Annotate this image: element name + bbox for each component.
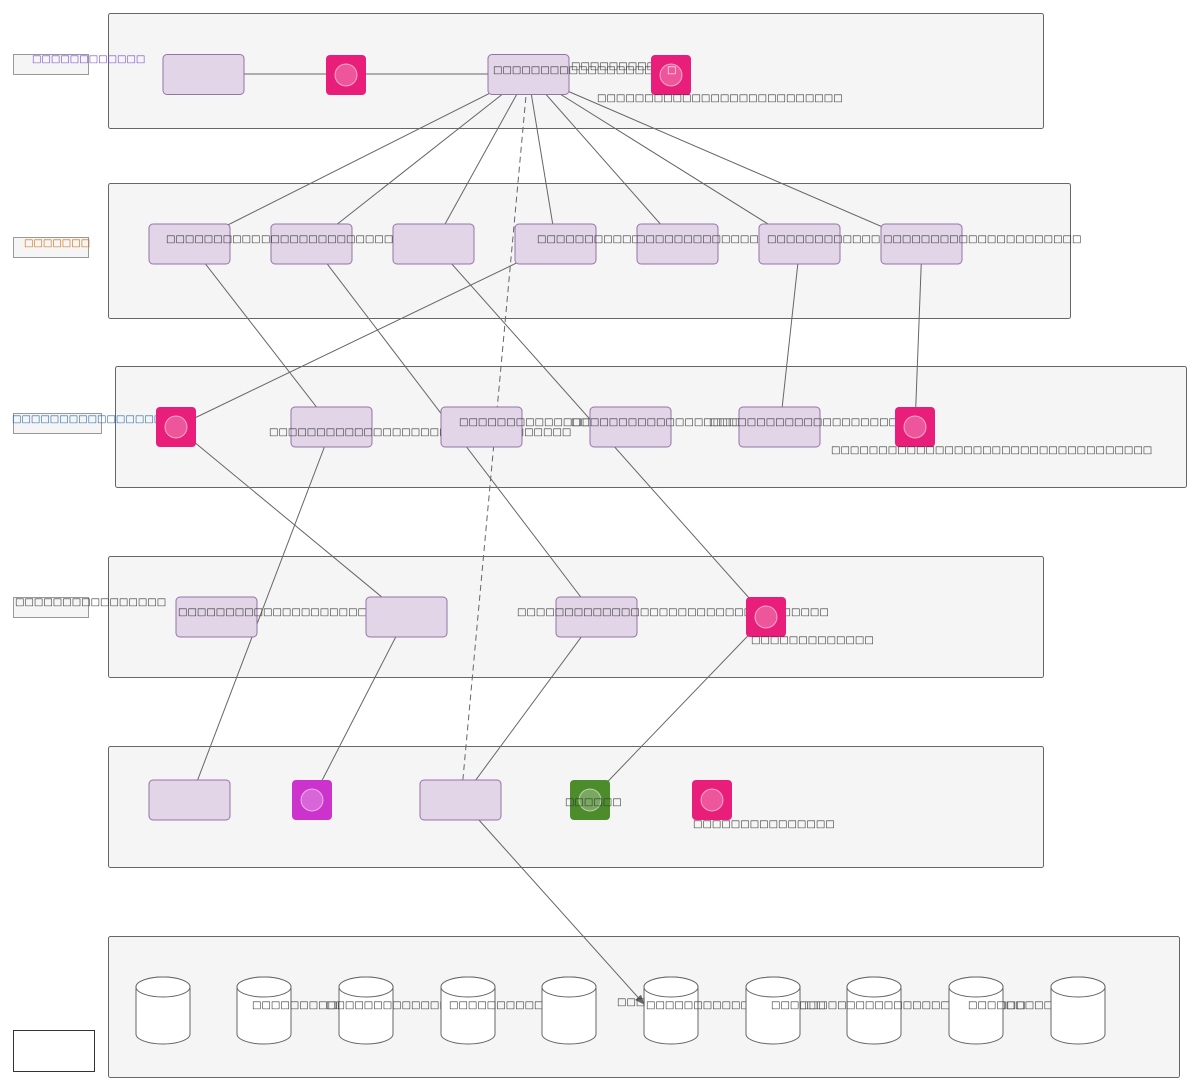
- l3-box-1-label: □□□□□□□□□□□□□□□□□□□□□□□□□□□□□□□□: [269, 427, 571, 438]
- l2-box-5-label: □□□□□□□□□□□□□□□□□□□□□: [636, 234, 834, 245]
- database-9[interactable]: [948, 976, 1004, 1045]
- edge-l3-1-to-l5-1: [189, 426, 333, 801]
- database-3-label: □□□□□□□□□□□□□□: [326, 1000, 458, 1011]
- database-6[interactable]: [643, 976, 699, 1045]
- l5-pink-icon[interactable]: [692, 780, 732, 820]
- l1-pink-icon-2-glyph: □: [667, 65, 676, 76]
- l4-box-1[interactable]: [175, 596, 258, 638]
- edge-l5-2-to-db: [460, 799, 645, 1005]
- edge-l4-icon-to-l5-green: [589, 616, 767, 801]
- l2-box-2-label: □□□□□□□□□□□□□□□□: [261, 234, 412, 245]
- layer-4-label: □□□□□□□□□□□□□□□□: [15, 597, 166, 608]
- l2-box-2[interactable]: [270, 223, 353, 265]
- layer-3-label-box: [13, 413, 102, 434]
- l4-box-3-label: □□□□□□□□□□□□□□□□□□□□□□□□□□□□□□□□□: [517, 607, 829, 618]
- l3-box-3-label: □□□□□□□□□□□□□□□□□□□□□□□□□□: [571, 417, 817, 428]
- l2-box-1[interactable]: [148, 223, 231, 265]
- database-2-label: □□□□□□□□□□□□: [252, 1000, 365, 1011]
- l2-box-1-label: □□□□□□□□□□: [166, 234, 260, 245]
- l3-box-3[interactable]: [589, 406, 672, 448]
- edge-l2-1-to-l1: [189, 73, 529, 245]
- l3-box-4[interactable]: [738, 406, 821, 448]
- l2-box-7[interactable]: [880, 223, 963, 265]
- l1-service-box-1[interactable]: [162, 54, 245, 95]
- edge-l2-1-to-l3-1: [189, 243, 333, 428]
- l2-box-6[interactable]: [758, 223, 841, 265]
- l5-box-1[interactable]: [148, 779, 231, 821]
- database-3[interactable]: [338, 976, 394, 1045]
- l1-pink-icon-2-caption: □□□□□□□□□□□□□□□□□□□□□□□□□□: [597, 93, 843, 104]
- l3-box-2[interactable]: [440, 406, 523, 448]
- database-5[interactable]: [541, 976, 597, 1045]
- database-8-label: □□□□□□□□□□□□□□□□□□□: [846, 1000, 1026, 1011]
- l3-pink-icon-2-caption: □□□□□□□□□□□□□□□□□□□□□□□□□□□□□□□□□□: [831, 445, 1152, 456]
- l4-pink-icon[interactable]: [746, 597, 786, 637]
- l5-pink-icon-caption: □□□□□□□□□□□□□□□: [693, 819, 835, 830]
- l2-box-7-label: □□□□□□□□□□□□□□□□□□□□□: [883, 234, 1081, 245]
- l4-box-3[interactable]: [555, 596, 638, 638]
- l3-box-1[interactable]: [290, 406, 373, 448]
- l2-box-4[interactable]: [514, 223, 597, 265]
- db-extra-label: □□□: [617, 997, 645, 1008]
- database-2[interactable]: [236, 976, 292, 1045]
- l1-service-box-2[interactable]: [487, 54, 570, 95]
- edge-l1-to-l2-6: [527, 73, 801, 245]
- layer-1-label: □□□□□□□□□□□□: [32, 54, 145, 65]
- edge-l2-4-to-l1: [525, 73, 557, 245]
- edge-l2-6-to-l3-4: [777, 243, 801, 428]
- layer-2-label-box: [13, 237, 89, 258]
- l1-service-box-2-label: □□□□□□□□□□□□□□□□□□: [493, 65, 663, 76]
- edge-l1-to-l2-3: [433, 73, 529, 245]
- edge-l1-to-l2-2: [311, 73, 529, 245]
- l2-box-4-label: □□□□□□□□□□□□□: [537, 234, 660, 245]
- l3-pink-icon-1[interactable]: [156, 407, 196, 447]
- l5-green-icon[interactable]: [570, 780, 610, 820]
- database-cylinders: □□□□□□□□□□□□□□□□□□□□□□□□□□□□□□□□□□□□□□□□…: [135, 976, 1106, 1045]
- l1-pink-icon-2[interactable]: □: [651, 55, 691, 95]
- l4-box-2[interactable]: [365, 596, 448, 638]
- legend-box: [13, 1030, 95, 1072]
- layer-3-label: □□□□□□□□□□□□□□□□□: [12, 414, 173, 425]
- database-1[interactable]: [135, 976, 191, 1045]
- edge-l4-2-to-l5-magenta: [311, 616, 407, 801]
- l5-box-2[interactable]: [419, 779, 502, 821]
- layer-4-label-box: [13, 597, 89, 618]
- l2-box-3[interactable]: [392, 223, 475, 265]
- database-4-label: □□□□□□□□□□□□□□□: [449, 1000, 591, 1011]
- l5-green-icon-label: □□□□□□: [565, 797, 622, 808]
- edge-l2-4-to-l3-icon: [175, 243, 557, 428]
- l4-pink-icon-caption: □□□□□□□□□□□□□: [751, 635, 874, 646]
- layer-1-label-box: [13, 54, 89, 75]
- l1-service-box-2-side-label: □□□□□□□□□□□□: [571, 61, 684, 72]
- database-10[interactable]: [1050, 976, 1106, 1045]
- l3-box-4-label: □□□□□□□□□□□□□□□□□□□□□□□□: [709, 417, 936, 428]
- l1-pink-icon-1[interactable]: [326, 55, 366, 95]
- layer-2-label: □□□□□□□: [24, 238, 90, 249]
- database-7[interactable]: [745, 976, 801, 1045]
- l2-box-5[interactable]: [636, 223, 719, 265]
- l2-box-6-label: □□□□□□□□□□□□□□□□: [767, 234, 918, 245]
- database-8[interactable]: [846, 976, 902, 1045]
- edge-l3-icon-to-l4-2: [175, 426, 407, 618]
- l3-box-2-label: □□□□□□□□□□□□□□□: [459, 417, 601, 428]
- l4-box-1-label: □□□□□□□□□□□□□□□□□□□□: [178, 607, 367, 618]
- database-6-label: □□□□□□□□□□□□□□□□□□□: [646, 1000, 826, 1011]
- database-4[interactable]: [440, 976, 496, 1045]
- l3-pink-icon-2[interactable]: [895, 407, 935, 447]
- database-7-label: □□□□□□□□: [771, 1000, 847, 1011]
- edge-l4-3-to-l5-2: [460, 616, 597, 801]
- edge-l1-to-l2-7: [527, 73, 923, 245]
- edge-l1-to-l2-5: [527, 73, 679, 245]
- l5-magenta-icon[interactable]: [292, 780, 332, 820]
- database-9-label: □□□□□□□□□□□: [968, 1000, 1072, 1011]
- edge-l2-7-to-l3-icon2: [911, 243, 923, 428]
